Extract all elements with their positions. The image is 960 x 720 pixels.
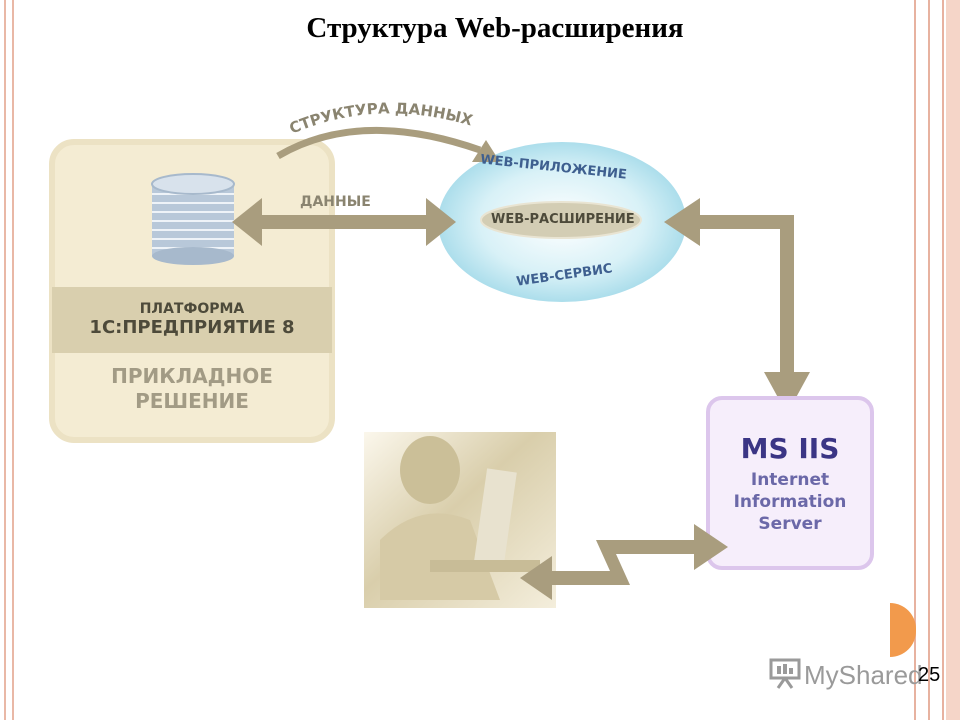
right-border-decoration: [914, 0, 960, 720]
network-zigzag-arrow: [520, 524, 728, 600]
data-label: ДАННЫЕ: [300, 194, 371, 210]
presentation-icon: [769, 658, 801, 689]
iis-line3: Server: [758, 514, 822, 534]
web-app-ellipse: [438, 142, 686, 302]
data-double-arrow: [232, 198, 456, 246]
iis-line1: Internet: [750, 470, 830, 490]
applied-solution-label: ПРИКЛАДНОЕ РЕШЕНИЕ: [52, 364, 332, 414]
watermark-text: MyShared: [804, 660, 923, 690]
iis-line2: Information: [733, 492, 847, 512]
slide-title: Структура Web-расширения: [306, 12, 684, 44]
applied-line2: РЕШЕНИЕ: [135, 389, 249, 413]
ellipse-to-iis-arrow: [664, 198, 810, 414]
platform-line2: 1С:ПРЕДПРИЯТИЕ 8: [89, 317, 295, 338]
web-extension-label: WEB-РАСШИРЕНИЕ: [491, 212, 635, 227]
watermark: MyShared: [768, 656, 948, 696]
iis-label: MS IIS Internet Information Server: [708, 398, 872, 568]
platform-line1: ПЛАТФОРМА: [139, 301, 245, 317]
database-icon: [151, 173, 235, 265]
iis-title: MS IIS: [740, 432, 840, 465]
left-border-decoration: [4, 0, 14, 720]
data-structure-arrow: [276, 126, 500, 162]
iis-panel: [706, 396, 874, 570]
applied-line1: ПРИКЛАДНОЕ: [111, 364, 273, 388]
page-number: 25: [918, 664, 941, 686]
user-with-laptop-image: [364, 432, 556, 608]
platform-label: ПЛАТФОРМА 1С:ПРЕДПРИЯТИЕ 8: [52, 291, 332, 351]
